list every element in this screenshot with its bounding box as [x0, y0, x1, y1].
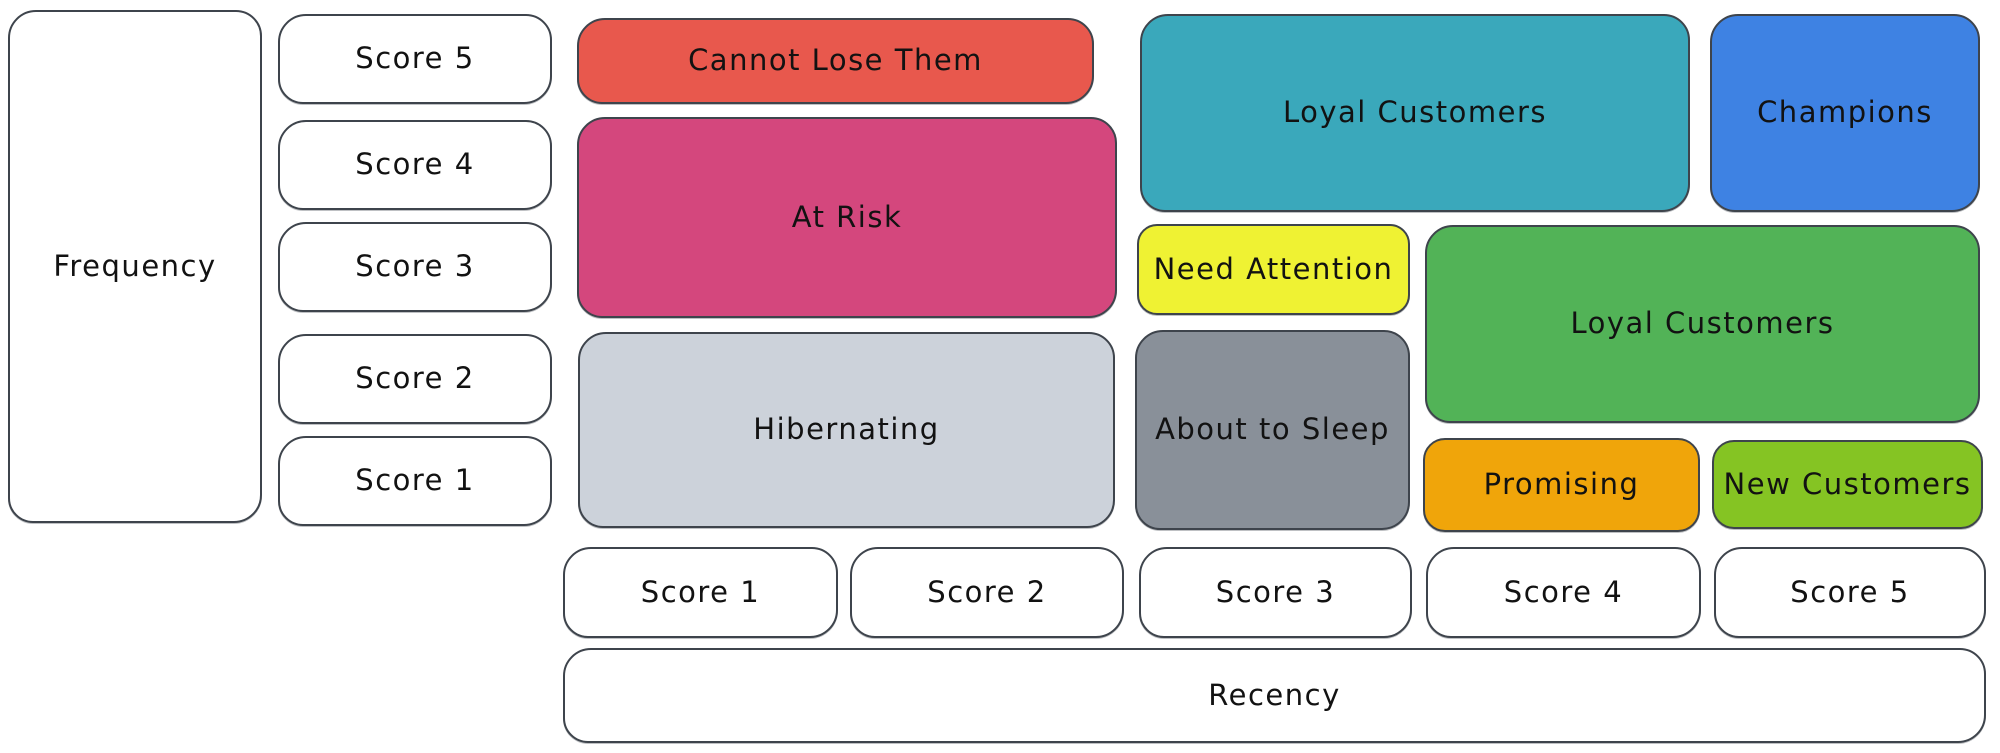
segment-promising-label: Promising	[1483, 467, 1640, 502]
recency-score-5-box: Score 5	[1714, 547, 1986, 638]
segment-cannot-lose-them-label: Cannot Lose Them	[688, 43, 983, 78]
recency-axis-box: Recency	[563, 648, 1986, 743]
recency-score-4-box: Score 4	[1426, 547, 1701, 638]
segment-loyal-customers-mid: Loyal Customers	[1425, 225, 1980, 423]
frequency-score-4-box: Score 4	[278, 120, 552, 210]
recency-score-5-label: Score 5	[1790, 574, 1910, 609]
segment-champions-label: Champions	[1757, 95, 1933, 130]
frequency-score-4-label: Score 4	[355, 147, 475, 182]
segment-hibernating-label: Hibernating	[753, 412, 940, 447]
frequency-score-3-label: Score 3	[355, 249, 475, 284]
segment-loyal-customers-top: Loyal Customers	[1140, 14, 1690, 212]
segment-about-to-sleep-label: About to Sleep	[1155, 412, 1390, 447]
recency-score-1-box: Score 1	[563, 547, 838, 638]
segment-champions: Champions	[1710, 14, 1980, 212]
segment-loyal-customers-top-label: Loyal Customers	[1282, 95, 1548, 130]
segment-promising: Promising	[1423, 438, 1700, 532]
frequency-axis-box: Frequency	[8, 10, 262, 523]
frequency-score-1-label: Score 1	[355, 463, 475, 498]
segment-at-risk-label: At Risk	[791, 199, 903, 234]
recency-score-1-label: Score 1	[640, 574, 761, 609]
segment-new-customers-label: New Customers	[1723, 466, 1972, 501]
frequency-score-2-box: Score 2	[278, 334, 552, 424]
recency-score-4-label: Score 4	[1503, 574, 1624, 609]
segment-new-customers: New Customers	[1712, 440, 1983, 529]
frequency-score-2-label: Score 2	[355, 361, 475, 396]
segment-at-risk: At Risk	[577, 117, 1117, 318]
frequency-score-3-box: Score 3	[278, 222, 552, 312]
segment-loyal-customers-mid-label: Loyal Customers	[1570, 306, 1835, 341]
segment-hibernating: Hibernating	[578, 332, 1115, 528]
segment-need-attention: Need Attention	[1137, 224, 1410, 315]
recency-score-2-box: Score 2	[850, 547, 1124, 638]
recency-score-3-label: Score 3	[1215, 574, 1336, 609]
segment-cannot-lose-them: Cannot Lose Them	[577, 18, 1094, 104]
frequency-score-1-box: Score 1	[278, 436, 552, 526]
segment-need-attention-label: Need Attention	[1153, 251, 1394, 286]
segment-about-to-sleep: About to Sleep	[1135, 330, 1410, 530]
frequency-score-5-label: Score 5	[355, 41, 475, 76]
recency-score-3-box: Score 3	[1139, 547, 1412, 638]
recency-score-2-label: Score 2	[927, 574, 1047, 609]
frequency-axis-label: Frequency	[53, 248, 217, 283]
frequency-score-5-box: Score 5	[278, 14, 552, 104]
recency-axis-label: Recency	[1208, 677, 1341, 712]
